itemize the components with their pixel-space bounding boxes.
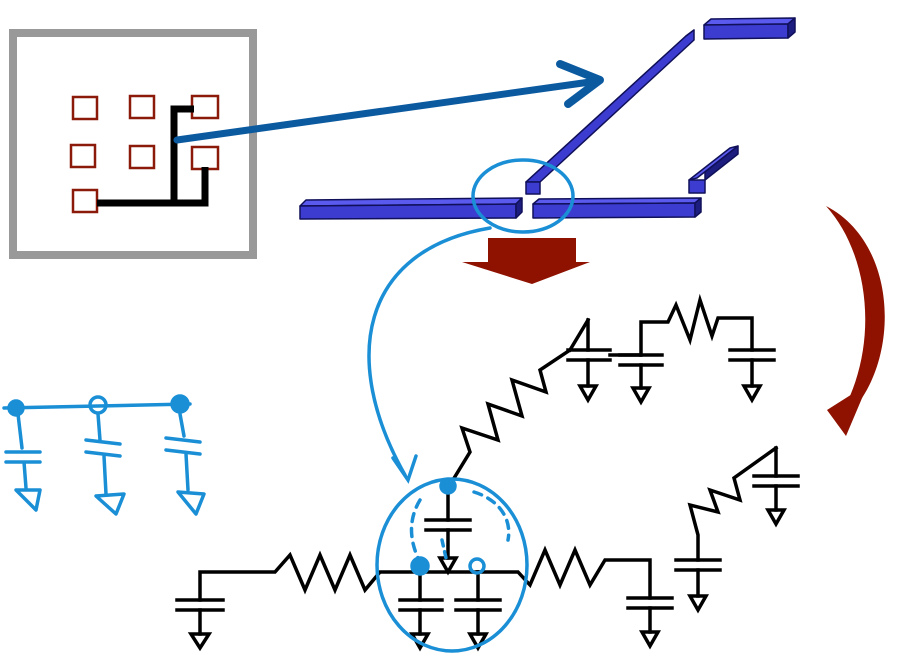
metal-segment (688, 145, 739, 194)
ground-icon (686, 594, 710, 614)
dashed-merge (409, 498, 422, 560)
pad (71, 95, 99, 121)
metal-segment (525, 29, 695, 195)
pad (190, 94, 220, 120)
zoom-curve-head (391, 454, 418, 484)
capacitor-icon (674, 558, 722, 598)
node-dot (410, 556, 430, 576)
resistor-icon (476, 545, 652, 600)
routed-wire (97, 105, 194, 207)
sketch-ground (176, 490, 206, 516)
ground-icon (187, 632, 213, 652)
capacitor-icon (454, 598, 502, 636)
zoom-arrow (173, 60, 604, 144)
sketch-ground (94, 492, 126, 516)
capacitor-icon (398, 598, 444, 636)
metal-segment (299, 197, 523, 220)
capacitor-icon (728, 348, 776, 388)
ground-icon (764, 508, 788, 528)
zoom-curve (367, 226, 492, 477)
pad (190, 145, 220, 171)
capacitor-icon (752, 446, 800, 512)
ground-icon (436, 556, 460, 576)
node-dot (7, 399, 25, 417)
capacitor-icon (424, 518, 472, 560)
capacitor-icon (566, 318, 612, 388)
sketch-rail (2, 402, 192, 410)
resistor-icon (445, 347, 573, 491)
node-sketch (375, 477, 529, 653)
chip-border (9, 29, 257, 259)
ground-icon (576, 384, 600, 404)
capacitor-icon (175, 598, 225, 636)
left-hand-sketch (2, 394, 206, 516)
node-dot (468, 557, 486, 575)
node-dot (170, 394, 190, 414)
capacitor-icon (618, 353, 664, 390)
capacitor-icon (626, 596, 674, 634)
bond-pads (69, 94, 220, 214)
pad (69, 143, 97, 169)
metal-segment (703, 17, 796, 40)
extraction-arrow (462, 238, 590, 284)
resistor-icon (639, 293, 754, 357)
return-arrow (826, 206, 885, 436)
pad (128, 144, 156, 170)
ground-icon (740, 384, 764, 404)
resistor-icon (198, 550, 422, 602)
chip-layout (9, 29, 257, 259)
sketch-ground (14, 488, 42, 512)
ground-icon (466, 632, 490, 652)
node-dot (439, 477, 457, 495)
pad (71, 188, 99, 214)
dashed-merge (472, 490, 511, 542)
ground-icon (638, 630, 662, 650)
highlight-sketch (367, 158, 575, 484)
connector (567, 317, 591, 353)
metal-segment (532, 197, 702, 219)
resistor-icon (687, 445, 779, 562)
ground-icon (629, 386, 653, 406)
routed-wire (174, 167, 209, 207)
junction-ellipse (471, 158, 575, 234)
rc-network (175, 293, 800, 652)
3d-interconnect (299, 17, 796, 220)
pad (128, 94, 156, 120)
